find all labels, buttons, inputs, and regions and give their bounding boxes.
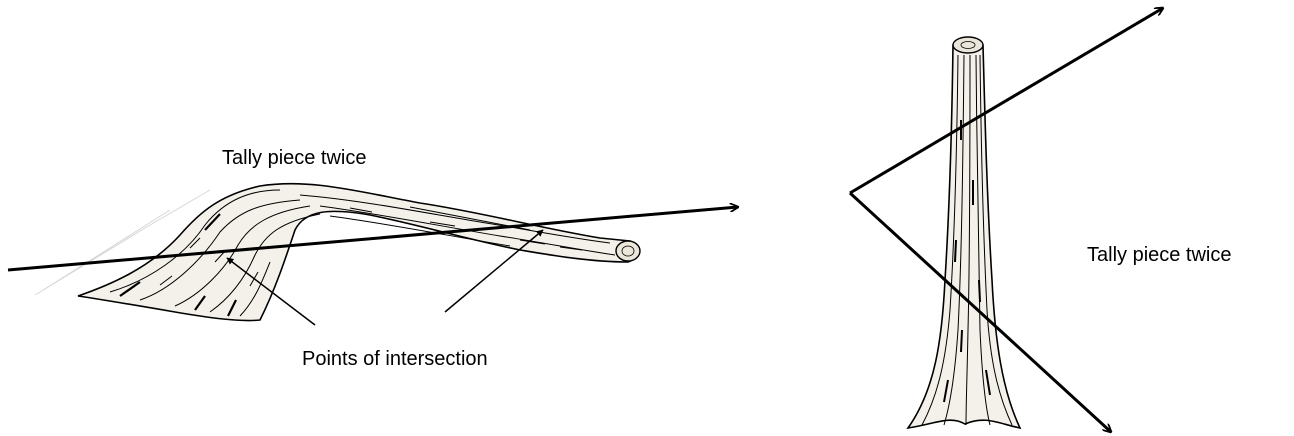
pointer-arrow-1: [226, 257, 316, 326]
tally-label-right: Tally piece twice: [1087, 244, 1232, 266]
pointer-arrow-2: [444, 229, 544, 313]
transect-line-right-upper: [849, 8, 1163, 195]
intersection-label: Points of intersection: [302, 348, 488, 370]
tally-label-left: Tally piece twice: [222, 147, 367, 169]
tree-trunk-icon: [906, 36, 1022, 430]
transect-line-left: [7, 207, 738, 272]
transect-line-right-lower: [848, 191, 1111, 432]
fallen-log-icon: [34, 182, 641, 322]
